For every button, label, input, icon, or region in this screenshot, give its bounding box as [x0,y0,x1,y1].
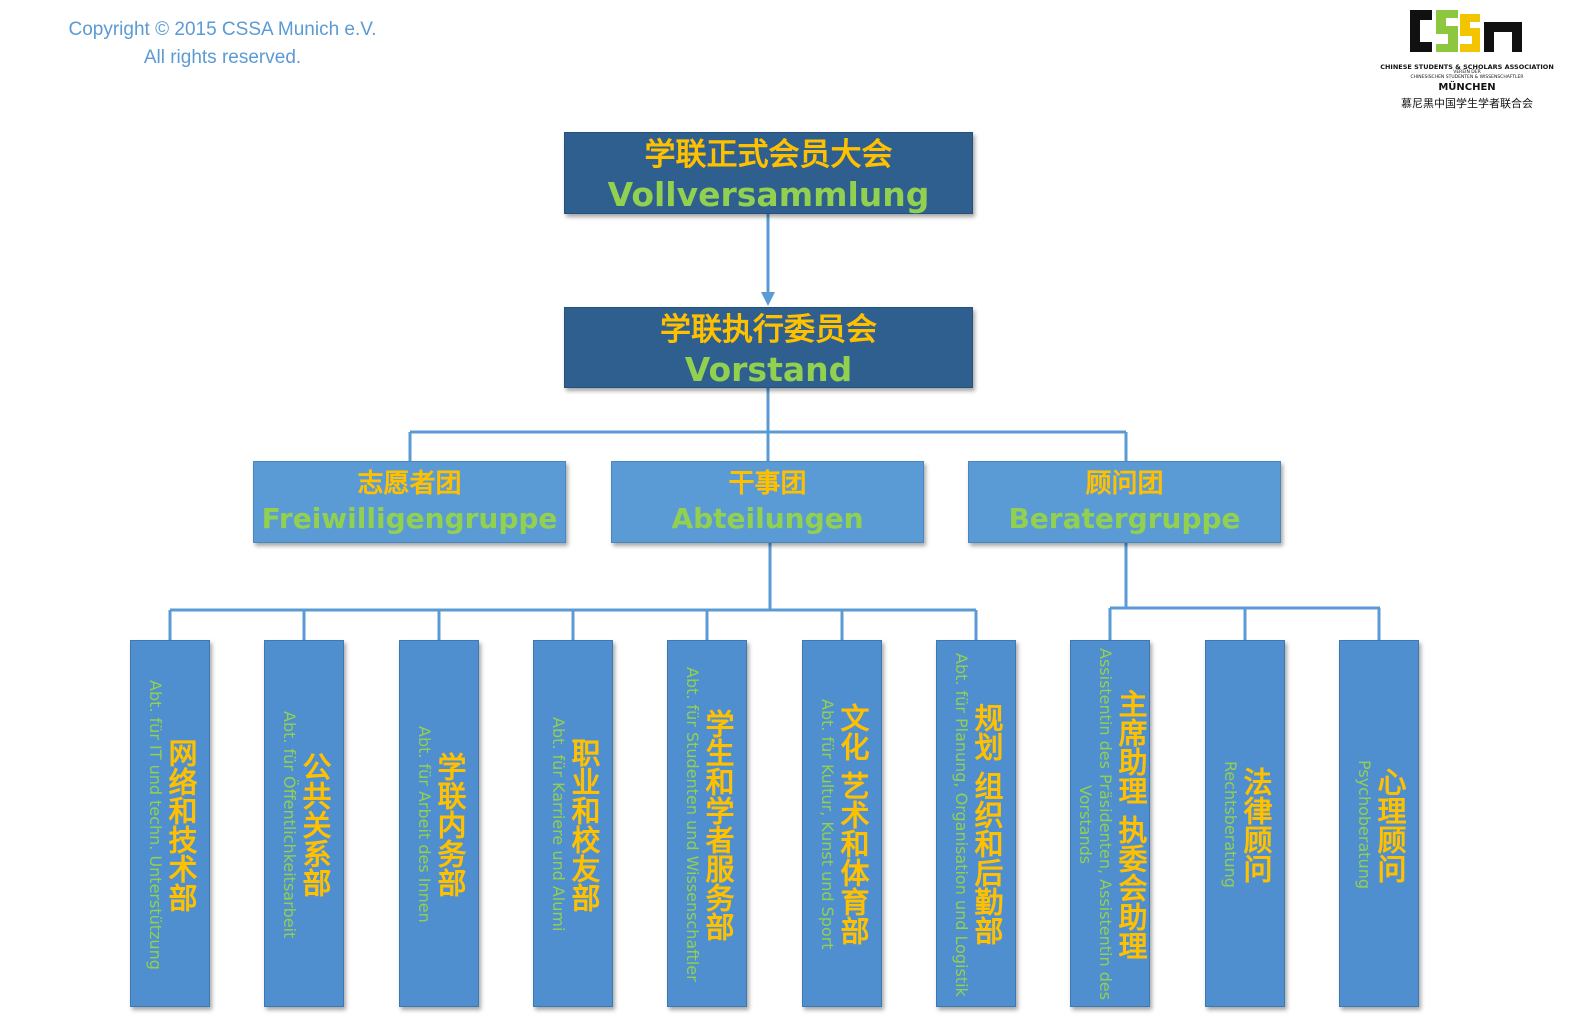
copyright-line: Copyright © 2015 CSSA Munich e.V. [68,19,377,40]
column-zh-label: 主席助理 执委会助理 [1114,688,1148,961]
column-de-label: Rechtsberatung [1221,761,1240,888]
column-zh-label: 法律顾问 [1239,766,1273,883]
advisors-de-label: Beratergruppe [1008,502,1241,535]
copyright-notice: Copyright © 2015 CSSA Munich e.V. All ri… [40,16,405,72]
column-zh-label: 职业和校友部 [567,737,601,912]
logo-association-name: CHINESE STUDENTS & SCHOLARS ASSOCIATION [1380,63,1554,71]
logo-city: MÜNCHEN [1438,82,1496,93]
assembly-zh-label: 学联正式会员大会 [644,137,893,173]
column-zh-label: 公共关系部 [298,752,332,897]
column-zh-label: 心理顾问 [1373,766,1407,883]
volunteers-de-label: Freiwilligengruppe [261,502,558,535]
column-zh-label: 文化 艺术和体育部 [836,703,870,946]
logo-verein: VEREIN DER [1453,70,1481,75]
board-de-label: Vorstand [684,350,853,389]
column-de-label: Abt. für IT und techn. Unterstützung [146,679,165,970]
departments-de-label: Abteilungen [671,502,864,535]
column-de-label: Abt. für Arbeit des Innen [415,726,434,923]
volunteers-zh-label: 志愿者团 [357,469,462,499]
column-de-label: Abt. für Karriere und Alumi [549,717,568,932]
column-zh-label: 规划 组织和后勤部 [970,703,1004,946]
node-departments: 干事团 Abteilungen [611,461,924,543]
column-de-label: Abt. für Öffentlichkeitsarbeit [280,710,299,939]
cssa-logo: CHINESE STUDENTS & SCHOLARS ASSOCIATION … [1378,6,1556,110]
node-volunteers: 志愿者团 Freiwilligengruppe [253,461,566,543]
column-zh-label: 网络和技术部 [164,737,198,912]
node-advisors: 顾问团 Beratergruppe [968,461,1281,543]
column-de-label: Psychoberatung [1355,760,1374,889]
column-de-label: Abt. für Kultur, Kunst und Sport [818,699,837,950]
logo-verein-name: CHINESISCHEN STUDENTEN & WISSENSCHAFTLER [1410,75,1524,80]
column-de-label: Assistentin des Präsidenten, Assistentin… [1076,648,1115,1001]
assembly-de-label: Vollversammlung [607,175,930,214]
departments-zh-label: 干事团 [728,469,807,499]
arrow-head [761,292,775,306]
column-de-label: Abt. für Planung, Organisation und Logis… [952,652,971,997]
board-zh-label: 学联执行委员会 [660,312,877,348]
node-assembly: 学联正式会员大会 Vollversammlung [564,132,973,214]
column-zh-label: 学生和学者服务部 [701,708,735,941]
node-board: 学联执行委员会 Vorstand [564,307,973,389]
rights-line: All rights reserved. [143,47,302,68]
column-de-label: Abt. für Studenten und Wissenschaftler [683,667,702,982]
cssa-logo-mark [1410,10,1522,52]
advisors-zh-label: 顾问团 [1085,469,1164,499]
column-zh-label: 学联内务部 [433,752,467,897]
logo-chinese-name: 慕尼黑中国学生学者联合会 [1401,97,1533,110]
